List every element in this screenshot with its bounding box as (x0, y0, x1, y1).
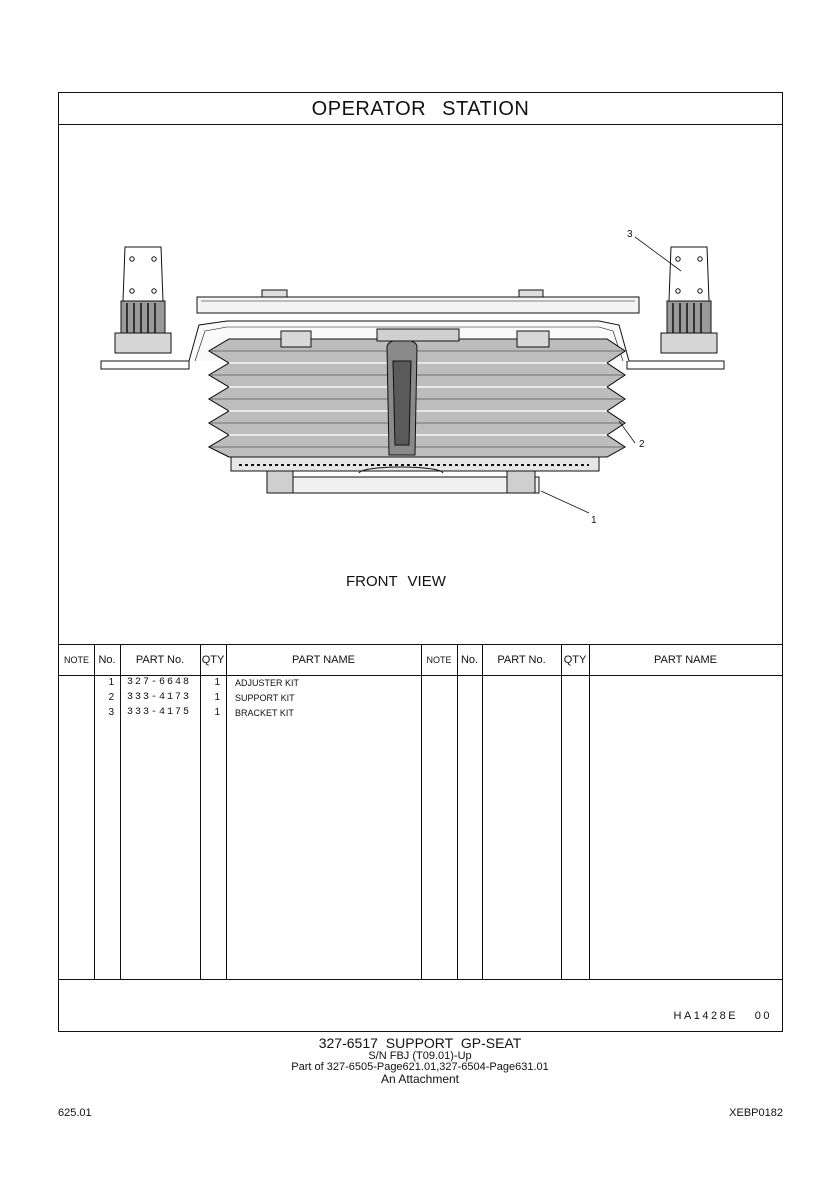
row-1-qty: 1 (214, 677, 220, 688)
row-2-no: 2 (108, 692, 114, 703)
col-divider (120, 645, 121, 980)
row-2-part-no: 333-4173 (127, 692, 192, 703)
row-1-no: 1 (108, 677, 114, 688)
header-qty-left: QTY (201, 654, 225, 666)
col-divider (589, 645, 590, 980)
serial-range: S/N FBJ (T09.01)-Up (368, 1050, 472, 1062)
header-note-left: NOTE (63, 655, 89, 665)
col-divider (94, 645, 95, 980)
col-divider (200, 645, 201, 980)
callout-1: 1 (591, 515, 597, 526)
header-part-name-right: PART NAME (654, 654, 717, 666)
page-title: OPERATOR STATION (59, 93, 782, 125)
group-title: 327-6517 SUPPORT GP-SEAT (318, 1035, 522, 1051)
header-no-right: No. (460, 654, 479, 666)
header-note-right: NOTE (426, 655, 452, 665)
col-divider (457, 645, 458, 980)
col-divider (421, 645, 422, 980)
row-1-part-name: ADJUSTER KIT (235, 678, 300, 688)
drawing-ref-code: HA1428E 00 (673, 1010, 772, 1022)
part-of-reference: Part of 327-6505-Page621.01,327-6504-Pag… (291, 1061, 549, 1073)
header-no-left: No. (98, 654, 116, 666)
row-1-part-no: 327-6648 (127, 677, 192, 688)
row-2-part-name: SUPPORT KIT (235, 693, 295, 703)
drawing-reference-area: HA1428E 00 (59, 979, 782, 1031)
callout-2: 2 (639, 439, 645, 450)
col-divider (482, 645, 483, 980)
header-qty-right: QTY (563, 654, 587, 666)
row-2-qty: 1 (214, 692, 220, 703)
parts-illustration: 3 2 1 FRONT VIEW (59, 125, 782, 644)
row-3-no: 3 (108, 707, 114, 718)
header-part-no-right: PART No. (497, 654, 546, 666)
col-divider (561, 645, 562, 980)
table-header-divider (59, 675, 782, 676)
parts-table: NOTE No. PART No. QTY PART NAME NOTE No.… (59, 644, 782, 981)
row-3-part-no: 333-4175 (127, 707, 192, 718)
view-label: FRONT VIEW (346, 573, 446, 590)
parts-page-frame: OPERATOR STATION (58, 92, 783, 1032)
header-part-name-left: PART NAME (292, 654, 355, 666)
page-number: 625.01 (58, 1107, 92, 1119)
header-part-no-left: PART No. (135, 654, 185, 666)
callout-3: 3 (627, 229, 633, 240)
document-code: XEBP0182 (729, 1107, 783, 1119)
attachment-note: An Attachment (380, 1072, 460, 1086)
col-divider (226, 645, 227, 980)
row-3-qty: 1 (214, 707, 220, 718)
row-3-part-name: BRACKET KIT (235, 708, 294, 718)
seat-support-drawing: 3 2 1 (100, 229, 725, 526)
